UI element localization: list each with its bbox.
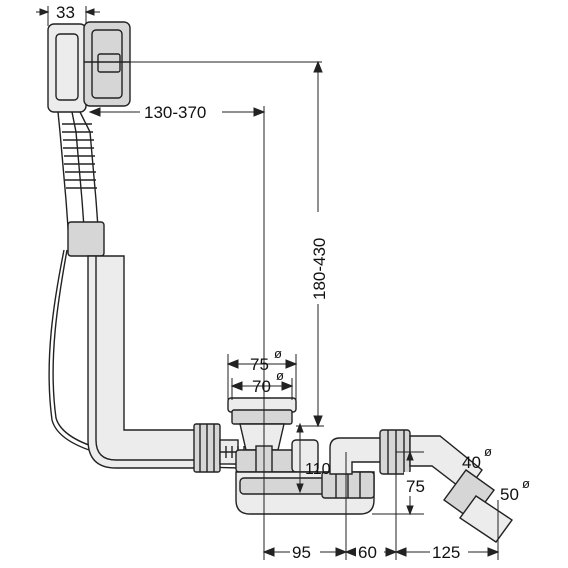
dim-bottom-right: 125 [432,543,460,562]
dim-outer-diameter: 75 [250,355,269,374]
dim-outlet-diameter: 40 [462,453,481,472]
overflow-pipe [87,255,197,469]
dimension-labels: 33 130-370 180-430 75 ø 70 ø 110 75 40 ø… [52,0,530,562]
dim-inner-diameter-symbol: ø [276,368,284,383]
dim-pipe-diameter: 50 [500,485,519,504]
dim-drain-height: 110 [305,461,331,478]
dim-bottom-left: 95 [292,543,311,562]
trap-body [235,471,375,515]
dim-inner-diameter: 70 [252,377,271,396]
drain-plug [227,397,319,473]
dim-trap-height: 75 [406,477,425,496]
outlet-assembly [329,429,513,543]
dim-overflow-width: 33 [56,3,75,22]
dim-vertical-height: 180-430 [310,238,329,300]
dim-horizontal-offset: 130-370 [144,103,206,122]
overflow-head [47,21,131,113]
overflow-connector [193,423,256,473]
dim-pipe-diameter-symbol: ø [522,476,530,491]
dim-outlet-diameter-symbol: ø [484,444,492,459]
flexible-hose [48,111,241,469]
dim-outer-diameter-symbol: ø [274,346,282,361]
dimension-lines [36,6,500,560]
dim-bottom-mid: 60 [358,543,377,562]
